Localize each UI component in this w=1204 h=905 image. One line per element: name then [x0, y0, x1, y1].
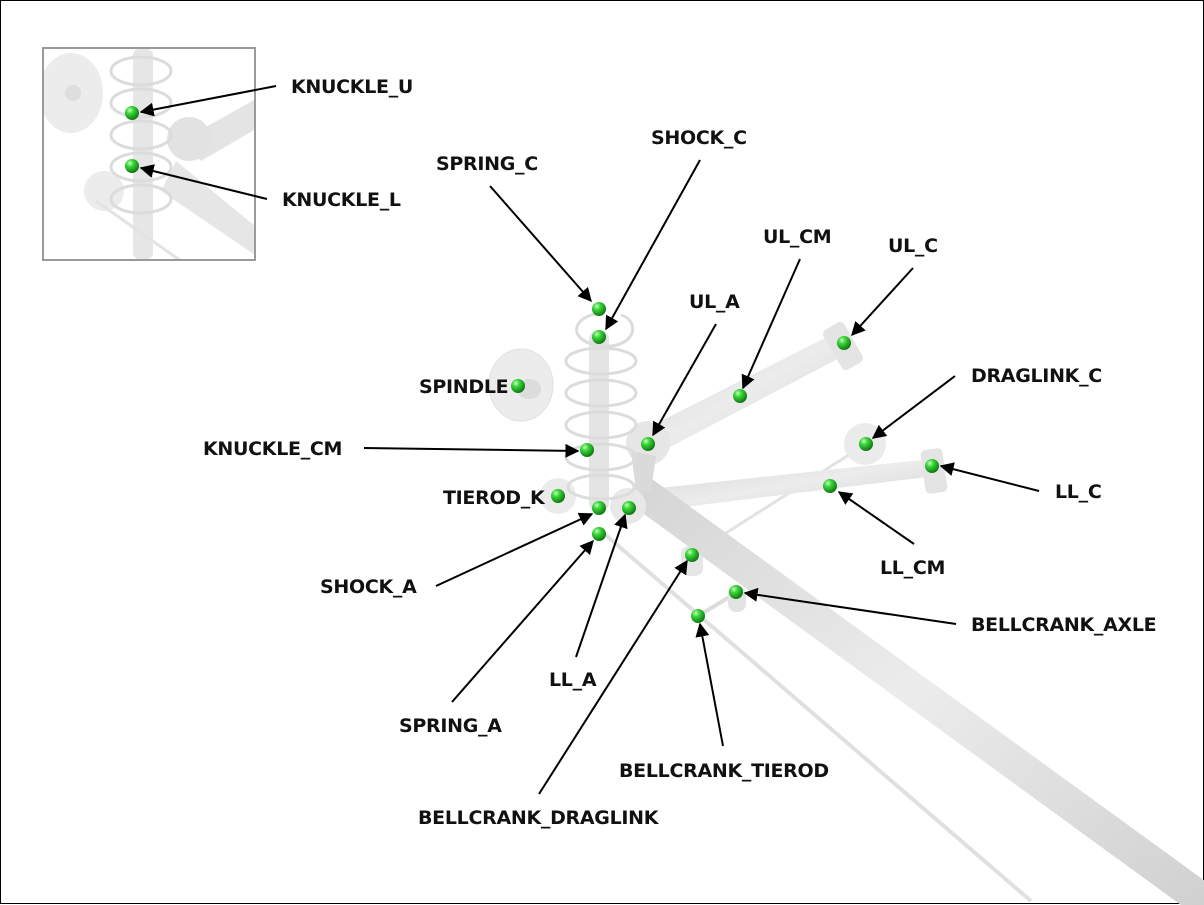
label-ll-a: LL_A	[549, 669, 597, 691]
marker-shock-a[interactable]	[592, 501, 606, 515]
arrow-knuckle-l	[139, 164, 268, 200]
label-knuckle-l: KNUCKLE_L	[282, 189, 401, 211]
arrow-knuckle-cm	[363, 443, 580, 458]
label-shock-a: SHOCK_A	[320, 576, 417, 598]
label-bellcrank-draglink: BELLCRANK_DRAGLINK	[418, 807, 660, 829]
marker-knuckle-cm[interactable]	[580, 443, 594, 457]
axle-tube	[626, 471, 1204, 905]
label-knuckle-cm: KNUCKLE_CM	[203, 438, 342, 460]
marker-draglink-c[interactable]	[859, 437, 873, 451]
marker-spring-a[interactable]	[592, 527, 606, 541]
arrow-ul-cm	[741, 258, 801, 390]
label-draglink-c: DRAGLINK_C	[971, 365, 1102, 387]
label-spindle: SPINDLE	[419, 376, 508, 398]
label-spring-c: SPRING_C	[436, 153, 538, 175]
label-spring-a: SPRING_A	[399, 715, 502, 737]
label-bellcrank-axle: BELLCRANK_AXLE	[971, 614, 1156, 636]
label-ll-cm: LL_CM	[880, 557, 945, 579]
marker-bellcrank-draglink[interactable]	[685, 548, 699, 562]
callout-arrows	[139, 85, 1040, 795]
label-knuckle-u: KNUCKLE_U	[291, 76, 413, 98]
marker-ul-a[interactable]	[641, 437, 655, 451]
tierod-rod	[599, 529, 1033, 903]
hardpoint-markers	[125, 106, 939, 623]
arrow-bellcrank-axle	[743, 587, 957, 625]
marker-shock-c[interactable]	[592, 330, 606, 344]
marker-ul-cm[interactable]	[733, 389, 747, 403]
label-ul-cm: UL_CM	[763, 226, 831, 248]
arrow-bellcrank-tierod	[695, 622, 724, 747]
arrow-bellcrank-draglink	[538, 559, 688, 795]
marker-ll-a[interactable]	[622, 501, 636, 515]
arrow-ll-a	[575, 513, 628, 658]
marker-ul-c[interactable]	[837, 336, 851, 350]
label-bellcrank-tierod: BELLCRANK_TIEROD	[619, 760, 829, 782]
label-tierod-k: TIEROD_K	[443, 487, 546, 509]
marker-tierod-k[interactable]	[551, 489, 565, 503]
arrow-ll-c	[939, 462, 1040, 492]
inset-panel	[42, 47, 256, 261]
marker-spring-c[interactable]	[592, 302, 606, 316]
label-ul-c: UL_C	[888, 235, 938, 257]
arrow-spring-a	[451, 539, 594, 703]
arrow-ul-c	[851, 267, 914, 337]
arrow-ul-a	[652, 323, 717, 437]
spring-coils	[564, 311, 638, 501]
label-ll-c: LL_C	[1055, 481, 1101, 503]
marker-knuckle-u[interactable]	[125, 106, 139, 120]
label-ul-a: UL_A	[689, 291, 740, 313]
lower-link-tube	[631, 459, 935, 513]
arrow-spring-c	[489, 185, 592, 303]
knuckle-arm	[631, 451, 656, 491]
marker-bellcrank-axle[interactable]	[729, 585, 743, 599]
shock-body	[589, 331, 609, 511]
arrow-draglink-c	[871, 375, 956, 439]
callout-labels: KNUCKLE_U KNUCKLE_L SPRING_C SHOCK_C UL_…	[203, 76, 1157, 829]
arrow-shock-c	[605, 159, 701, 331]
arrow-shock-a	[435, 512, 594, 587]
label-shock-c: SHOCK_C	[651, 127, 747, 149]
marker-knuckle-l[interactable]	[125, 159, 139, 173]
marker-ll-cm[interactable]	[823, 479, 837, 493]
arrow-knuckle-u	[139, 85, 277, 117]
marker-spindle[interactable]	[511, 379, 525, 393]
arrow-ll-cm	[837, 491, 915, 545]
marker-bellcrank-tierod[interactable]	[691, 609, 705, 623]
marker-ll-c[interactable]	[925, 459, 939, 473]
